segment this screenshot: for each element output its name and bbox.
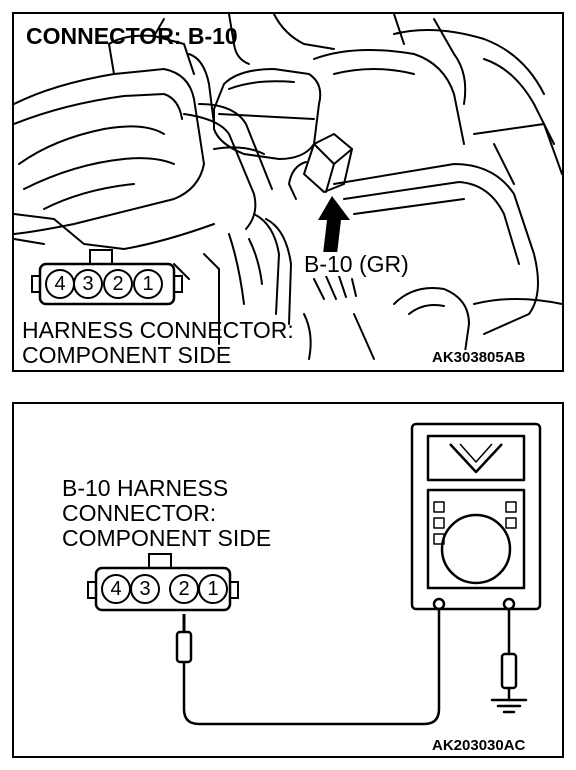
engine-bay-illustration — [14, 14, 562, 360]
callout-arrow — [318, 196, 350, 254]
connector-icon — [31, 249, 183, 306]
pin-4-label-bottom: 4 — [110, 578, 122, 600]
connector-title: CONNECTOR: B-10 — [26, 23, 238, 49]
pin-3-label: 3 — [82, 273, 94, 295]
test-probe-icon — [175, 614, 193, 664]
measurement-wiring — [182, 602, 528, 726]
measurement-panel: B-10 HARNESS CONNECTOR: COMPONENT SIDE 4… — [12, 402, 564, 758]
pin-1-label: 1 — [142, 273, 154, 295]
engine-bay-panel: 4 3 2 1 CONNECTOR: B-10 B-10 (GR) HARNES… — [12, 12, 564, 372]
connector-icon-bottom — [87, 553, 239, 612]
figure-code-bottom: AK203030AC — [432, 737, 526, 754]
pin-4-label: 4 — [54, 273, 66, 295]
pin-2-label-bottom: 2 — [178, 578, 190, 600]
connector-callout: B-10 (GR) — [302, 251, 411, 277]
caption-line-1: HARNESS CONNECTOR: — [22, 317, 294, 343]
figure-code-top: AK303805AB — [432, 349, 526, 366]
voltmeter-icon — [410, 422, 542, 611]
caption-line-2: COMPONENT SIDE — [22, 342, 232, 368]
pin-2-label: 2 — [112, 273, 124, 295]
pin-3-label-bottom: 3 — [139, 578, 151, 600]
pin-1-label-bottom: 1 — [207, 578, 219, 600]
harness-label-line-1: B-10 HARNESS — [62, 475, 229, 501]
harness-label-line-3: COMPONENT SIDE — [62, 525, 272, 551]
harness-label-line-2: CONNECTOR: — [62, 500, 217, 526]
ground-icon — [500, 652, 518, 690]
